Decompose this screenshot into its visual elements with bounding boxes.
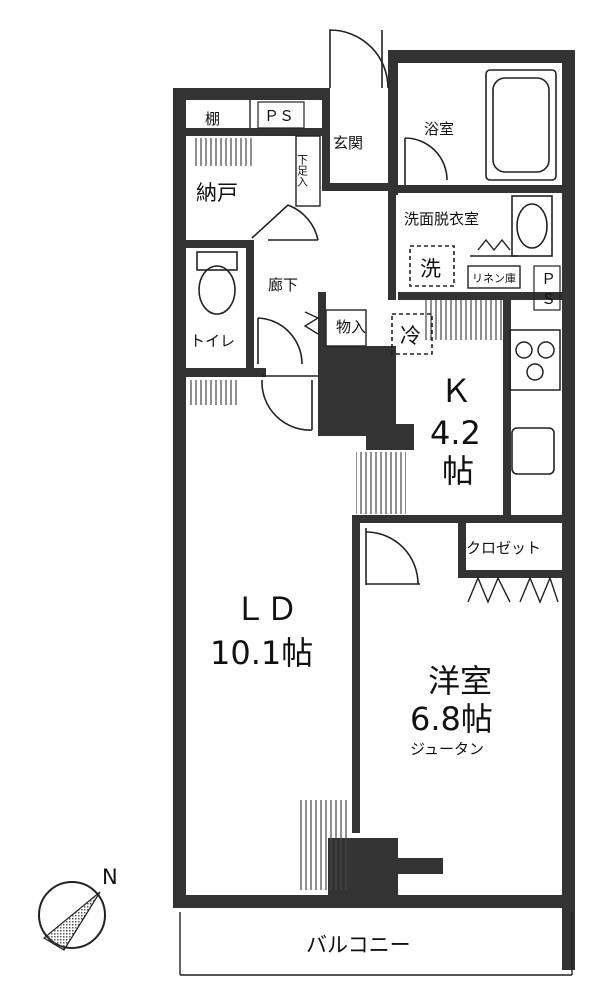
ps-box-kitchen — [533, 265, 561, 311]
stove — [509, 329, 561, 391]
label-kitchen-name: Ｋ — [440, 372, 472, 410]
label-ps-kitchen-top: Ｐ — [541, 270, 556, 288]
label-kitchen-unit: 帖 — [442, 452, 474, 490]
balcony — [179, 912, 573, 976]
hatch-areas — [188, 138, 505, 890]
label-ld-size: 10.1帖 — [210, 634, 313, 672]
western-door — [365, 528, 420, 585]
room-labels: 棚 ＰＳ 玄関 浴室 納戸 下足入 洗面脱衣室 洗 リネン庫 Ｐ Ｓ 廊下 物入… — [102, 107, 556, 957]
label-washroom: 洗面脱衣室 — [404, 210, 479, 228]
outer-walls — [173, 50, 575, 970]
label-storage-room: 納戸 — [196, 181, 238, 205]
washroom-door — [470, 238, 518, 257]
toilet-door — [257, 317, 303, 365]
ps-box-top — [257, 101, 305, 129]
linen-cabinet — [467, 265, 521, 289]
label-storage: 物入 — [336, 318, 366, 336]
label-washer: 洗 — [420, 257, 441, 281]
label-ld-name: ＬＤ — [234, 590, 298, 628]
fridge-space — [391, 313, 433, 355]
closet-doors — [467, 576, 559, 604]
label-fridge: 冷 — [400, 324, 421, 348]
interior-walls — [186, 128, 562, 908]
label-bath: 浴室 — [424, 120, 454, 138]
label-compass: N — [102, 865, 118, 889]
label-kitchen-size: 4.2 — [430, 414, 481, 452]
label-western-floor: ジュータン — [410, 740, 484, 758]
label-shoe-box: 下足入 — [296, 154, 309, 187]
compass-icon — [38, 881, 106, 951]
label-ps-kitchen-bottom: Ｓ — [541, 290, 556, 308]
entrance-door — [329, 29, 389, 89]
label-linen: リネン庫 — [472, 271, 516, 285]
bathtub — [485, 69, 557, 181]
washbasin — [511, 195, 553, 257]
shoe-box — [295, 135, 321, 207]
ld-door — [261, 375, 318, 431]
kitchen-sink — [511, 427, 555, 475]
label-toilet: トイレ — [190, 332, 235, 350]
label-balcony: バルコニー — [306, 933, 411, 957]
storage-room-door — [251, 204, 319, 241]
storage-door — [303, 309, 367, 347]
toilet-fixture — [196, 251, 238, 315]
bath-door — [404, 137, 448, 185]
label-western-name: 洋室 — [428, 662, 492, 700]
washer-space — [409, 245, 455, 287]
label-western-size: 6.8帖 — [410, 700, 493, 738]
label-shelf: 棚 — [205, 110, 220, 128]
label-closet: クロゼット — [466, 539, 541, 557]
label-hallway: 廊下 — [268, 276, 298, 294]
label-entrance: 玄関 — [333, 134, 363, 152]
label-ps-top: ＰＳ — [264, 107, 294, 125]
